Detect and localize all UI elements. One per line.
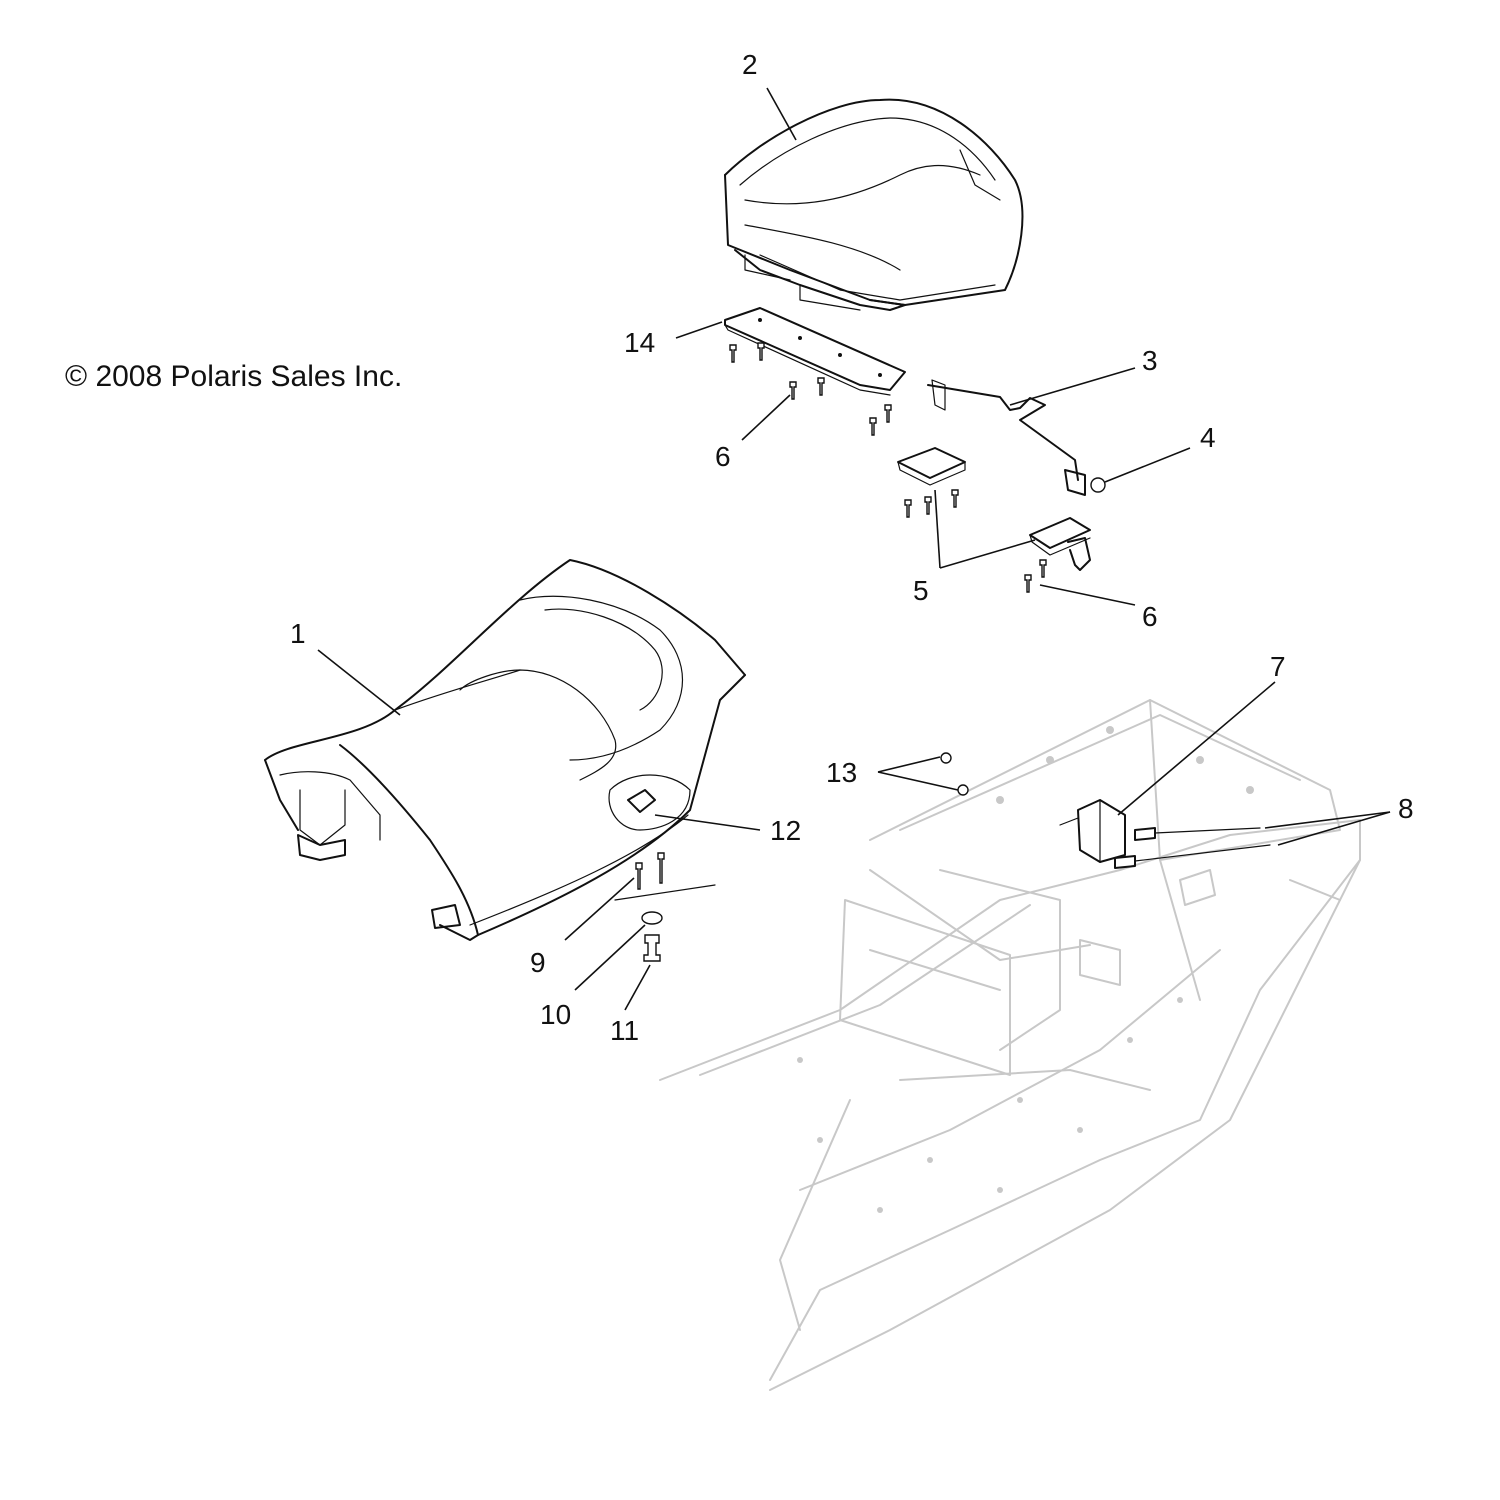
callout-labels: 2 14 3 4 6 5 6 1 7 13 8 12 9 10 11 bbox=[290, 49, 1414, 1046]
callout-5: 5 bbox=[913, 575, 929, 606]
mounting-plate-part-14 bbox=[724, 307, 906, 396]
callout-12: 12 bbox=[770, 815, 801, 846]
nuts-part-13 bbox=[940, 752, 969, 796]
callout-9: 9 bbox=[530, 947, 546, 978]
callout-13: 13 bbox=[826, 757, 857, 788]
rod-part-3 bbox=[927, 379, 1079, 481]
callout-14: 14 bbox=[624, 327, 655, 358]
clip-part-4 bbox=[1064, 469, 1106, 496]
brackets-part-5 bbox=[897, 447, 1091, 571]
screws-part-6-upper bbox=[729, 342, 892, 436]
bolts-part-8 bbox=[1114, 827, 1271, 869]
hardware-parts-9-10-11 bbox=[614, 852, 716, 962]
callout-3: 3 bbox=[1142, 345, 1158, 376]
callout-1: 1 bbox=[290, 618, 306, 649]
callout-11: 11 bbox=[610, 1015, 639, 1046]
latch-part-7 bbox=[1059, 799, 1126, 863]
callout-8: 8 bbox=[1398, 793, 1414, 824]
callout-10: 10 bbox=[540, 999, 571, 1030]
main-seat-part-1 bbox=[264, 559, 746, 941]
callout-2: 2 bbox=[742, 49, 758, 80]
copyright-text: © 2008 Polaris Sales Inc. bbox=[65, 360, 402, 393]
chassis-frame bbox=[659, 699, 1361, 1391]
screws-part-6-lower bbox=[904, 489, 1047, 593]
callout-4: 4 bbox=[1200, 422, 1216, 453]
callout-6a: 6 bbox=[715, 441, 731, 472]
passenger-seat-part-2 bbox=[724, 98, 1024, 311]
leader-lines bbox=[317, 87, 1391, 1011]
callout-7: 7 bbox=[1270, 651, 1286, 682]
callout-6b: 6 bbox=[1142, 601, 1158, 632]
